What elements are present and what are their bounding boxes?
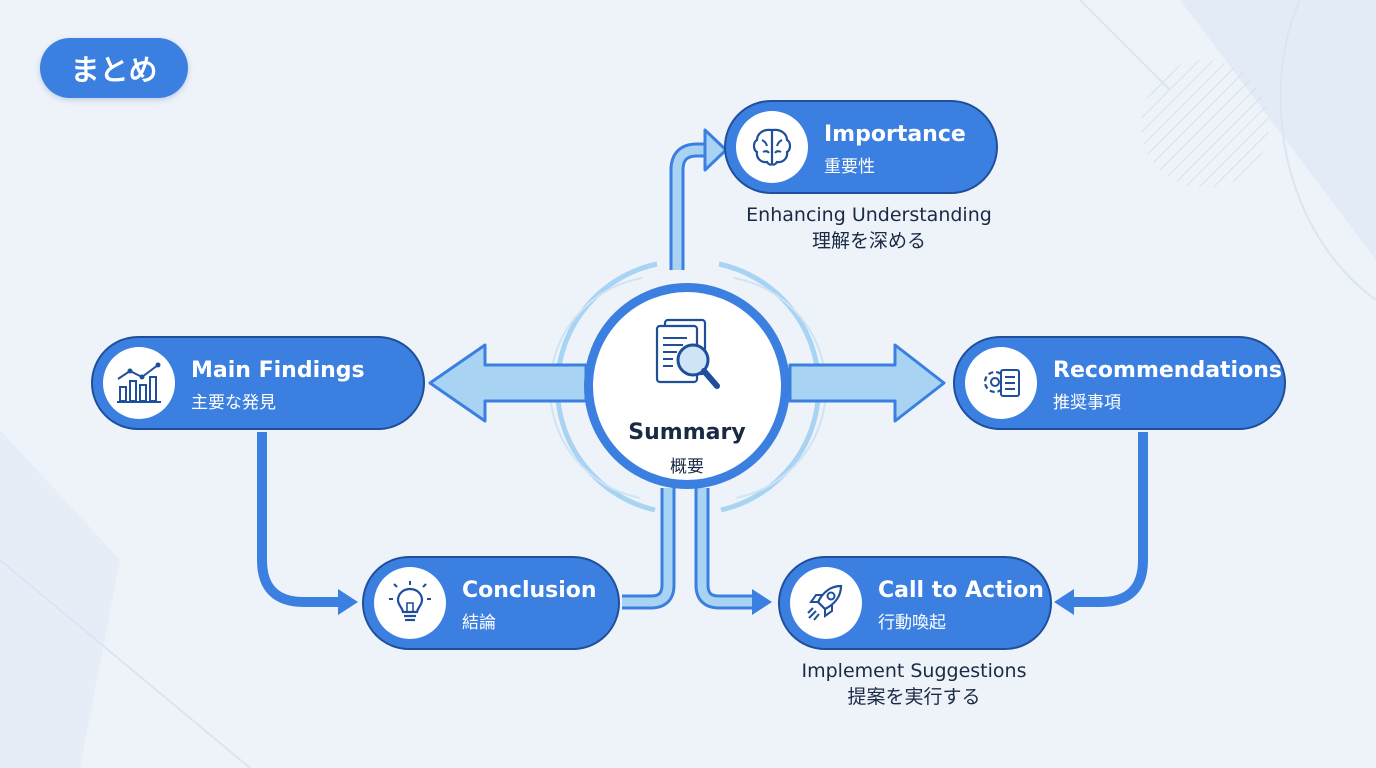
brain-icon	[736, 111, 808, 183]
findings-label-en: Main Findings	[191, 358, 365, 383]
gear-checklist-icon	[965, 347, 1037, 419]
recommendations-label-jp: 推奨事項	[1053, 393, 1121, 413]
action-caption-jp: 提案を実行する	[847, 686, 981, 708]
arrow-findings-to-conclusion	[257, 432, 340, 607]
center-summary: Summary 概要	[584, 283, 790, 489]
conclusion-label-jp: 結論	[462, 613, 496, 633]
document-search-icon	[643, 314, 735, 414]
action-caption-en: Implement Suggestions	[801, 660, 1027, 682]
arrow-to-importance	[669, 142, 708, 270]
summary-label-jp: 概要	[670, 457, 704, 477]
importance-caption-en: Enhancing Understanding	[746, 204, 992, 226]
rocket-icon	[790, 567, 862, 639]
action-label-en: Call to Action	[878, 578, 1044, 603]
arrow-recommendations-to-action	[1072, 432, 1148, 607]
bar-chart-icon	[103, 347, 175, 419]
node-conclusion: Conclusion 結論	[362, 556, 620, 650]
lightbulb-icon	[374, 567, 446, 639]
summary-label-en: Summary	[628, 420, 746, 445]
importance-caption-jp: 理解を深める	[811, 230, 926, 252]
recommendations-label-en: Recommendations	[1053, 358, 1282, 383]
page-title: まとめ	[40, 38, 188, 98]
conclusion-label-en: Conclusion	[462, 578, 597, 603]
arrow-center-to-action	[694, 488, 752, 610]
action-label-jp: 行動喚起	[878, 613, 946, 633]
importance-label-en: Importance	[824, 122, 966, 147]
node-importance: Importance 重要性	[724, 100, 998, 194]
findings-label-jp: 主要な発見	[191, 393, 276, 413]
node-recommendations: Recommendations 推奨事項	[953, 336, 1286, 430]
node-main-findings: Main Findings 主要な発見	[91, 336, 425, 430]
action-caption: Implement Suggestions 提案を実行する	[789, 658, 1039, 710]
importance-label-jp: 重要性	[824, 157, 875, 177]
importance-caption: Enhancing Understanding 理解を深める	[744, 202, 994, 254]
arrow-to-findings	[428, 343, 588, 423]
node-call-to-action: Call to Action 行動喚起	[778, 556, 1052, 650]
arrow-to-recommendations	[788, 343, 946, 423]
